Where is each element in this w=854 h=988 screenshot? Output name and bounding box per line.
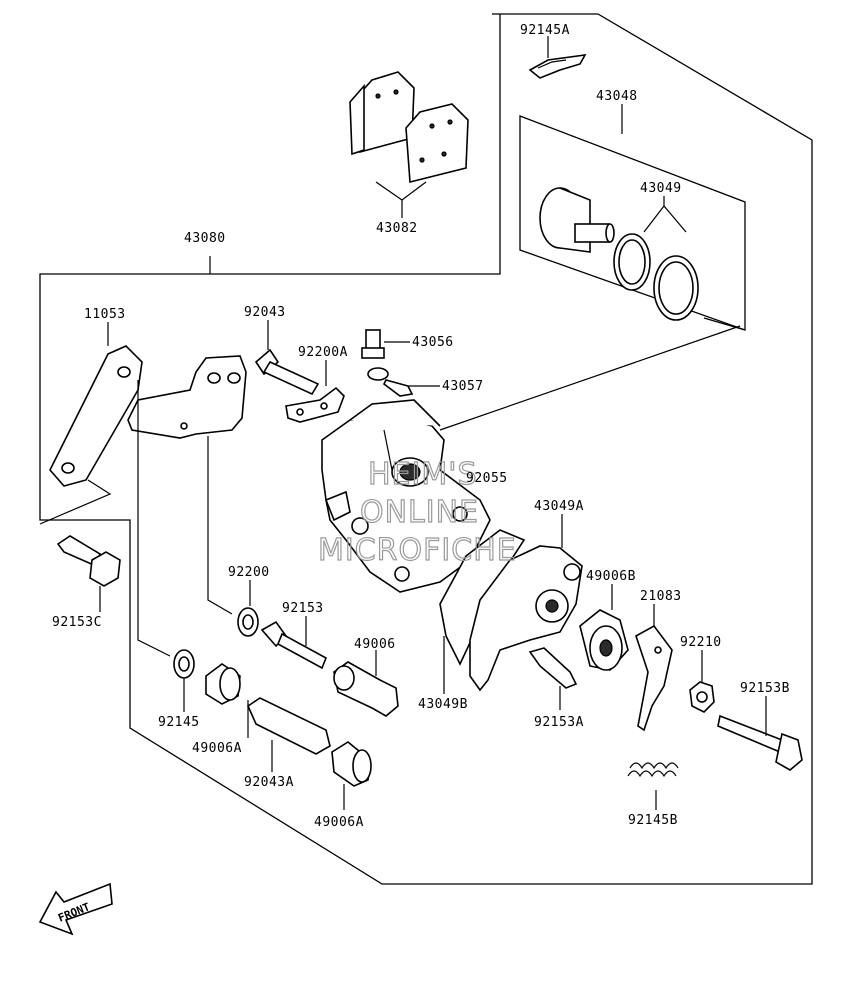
label-92153c: 92153C [52, 615, 102, 630]
label-92200: 92200 [228, 565, 270, 580]
label-49006: 49006 [354, 637, 396, 652]
boot-49006a-lower [331, 741, 372, 810]
label-92043a: 92043A [244, 775, 294, 790]
label-92145b: 92145B [628, 813, 678, 828]
assembly-frame [39, 13, 813, 885]
washer-92200 [237, 580, 259, 637]
roller-49006b [579, 584, 629, 671]
boot-49006 [333, 650, 399, 717]
part-labels: 92145A 43048 43049 43082 43080 11053 920… [52, 23, 790, 830]
label-49006a-2: 49006A [314, 815, 364, 830]
label-92145a: 92145A [520, 23, 570, 38]
label-49006a-1: 49006A [192, 741, 242, 756]
watermark-line-1: HEIM'S [368, 457, 478, 492]
bracket-11053 [49, 322, 143, 487]
label-92153b: 92153B [740, 681, 790, 696]
label-92043: 92043 [244, 305, 286, 320]
nut-92210 [689, 650, 715, 713]
mounting-plate-43049a [439, 514, 583, 694]
label-43048: 43048 [596, 89, 638, 104]
bleeder-43056 [361, 329, 410, 359]
brake-pads-43082 [349, 71, 469, 218]
plate-92200a [285, 360, 345, 423]
label-92153: 92153 [282, 601, 324, 616]
clip-92145a [528, 36, 587, 79]
lever-21083 [635, 604, 673, 732]
label-43057: 43057 [442, 379, 484, 394]
bolt-92153b [717, 696, 803, 771]
label-92210: 92210 [680, 635, 722, 650]
label-92145: 92145 [158, 715, 200, 730]
cap-43057 [367, 367, 440, 397]
label-21083: 21083 [640, 589, 682, 604]
boot-49006a-upper [205, 663, 249, 738]
label-43049a: 43049A [534, 499, 584, 514]
label-92200a: 92200A [298, 345, 348, 360]
label-43056: 43056 [412, 335, 454, 350]
label-92055: 92055 [466, 471, 508, 486]
label-43049: 43049 [640, 181, 682, 196]
bolt-92153a [528, 647, 578, 710]
pin-92043 [254, 320, 320, 396]
watermark: HEIM'S ONLINE MICROFICHE [317, 456, 517, 568]
pin-92043a [246, 697, 331, 772]
washer-92145 [173, 649, 195, 712]
front-direction-marker: FRONT [38, 882, 113, 936]
watermark-line-3: MICROFICHE [318, 533, 517, 568]
label-43049b: 43049B [418, 697, 468, 712]
caliper-body [321, 325, 741, 593]
label-49006b: 49006B [586, 569, 636, 584]
label-92153a: 92153A [534, 715, 584, 730]
watermark-line-2: ONLINE [360, 495, 479, 530]
label-43080: 43080 [184, 231, 226, 246]
bolt-92153c [56, 535, 121, 612]
pin-92153 [260, 616, 328, 670]
spring-92145b [627, 762, 679, 810]
caliper-bracket [127, 355, 247, 439]
label-11053: 11053 [84, 307, 126, 322]
piston-43049 [539, 187, 699, 321]
label-43082: 43082 [376, 221, 418, 236]
